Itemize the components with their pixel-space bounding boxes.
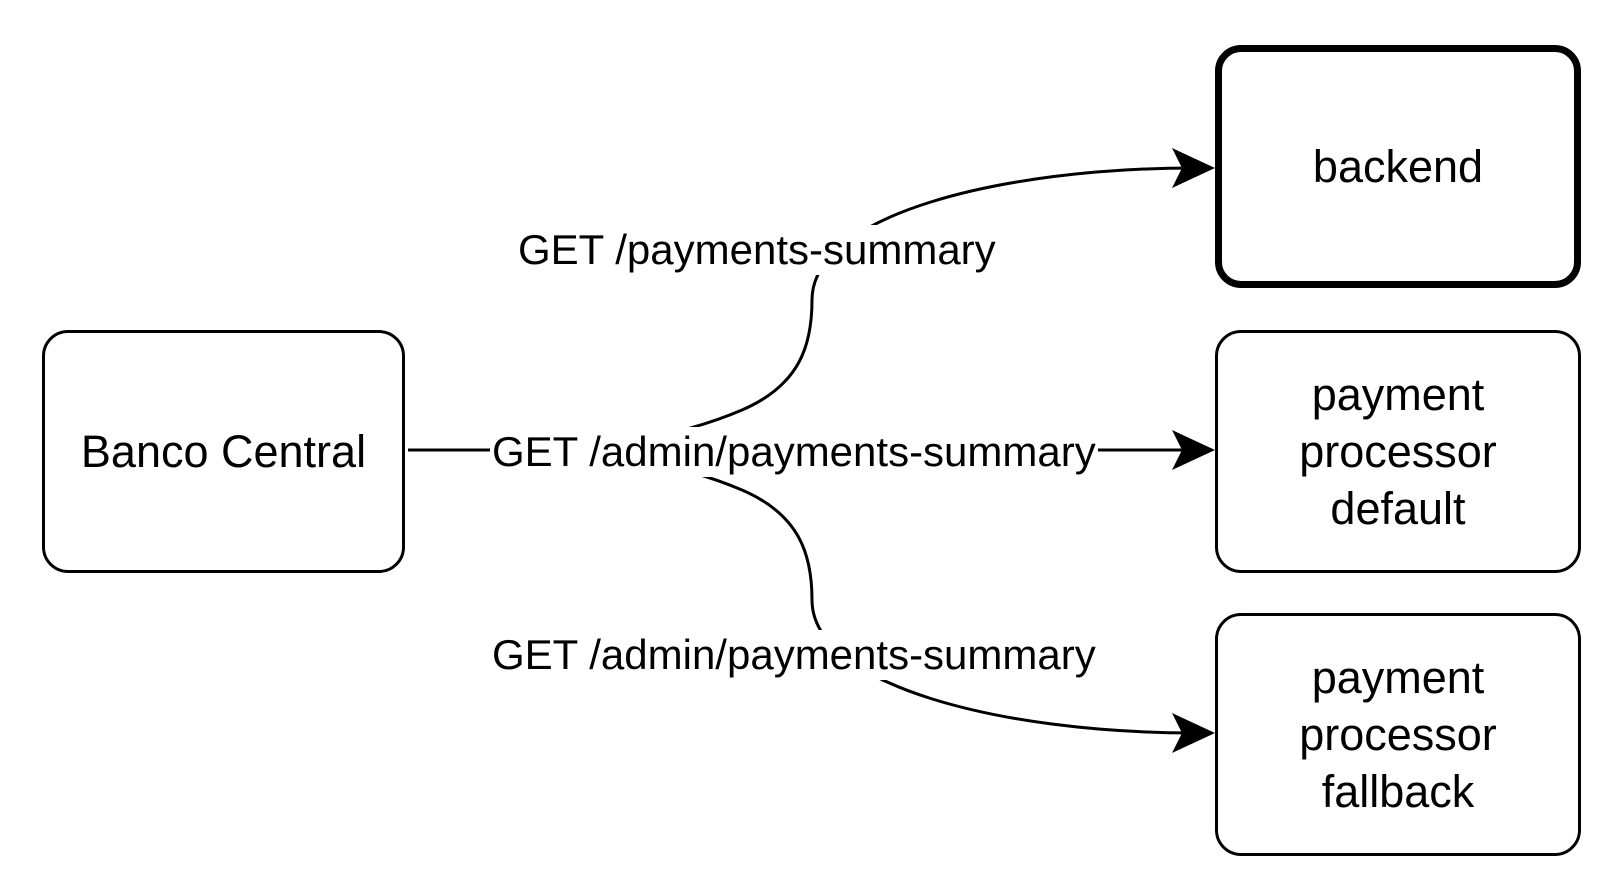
edge-label-to-fallback: GET /admin/payments-summary [490, 630, 1098, 680]
node-payment-processor-fallback-label: payment processor fallback [1299, 652, 1497, 817]
edge-label-to-default: GET /admin/payments-summary [490, 427, 1098, 477]
edge-to-backend-line [408, 166, 1196, 452]
edge-label-to-backend: GET /payments-summary [516, 225, 998, 275]
node-payment-processor-default-label: payment processor default [1299, 369, 1497, 534]
edge-to-backend-arrowhead [1172, 148, 1215, 188]
node-banco-central-label: Banco Central [80, 426, 367, 477]
node-payment-processor-fallback[interactable]: payment processor fallback [1215, 613, 1581, 856]
node-backend-label: backend [1312, 141, 1484, 192]
node-payment-processor-default[interactable]: payment processor default [1215, 330, 1581, 573]
edge-to-fallback-arrowhead [1172, 713, 1215, 753]
edge-to-default-arrowhead [1172, 430, 1215, 470]
edge-to-fallback-line [408, 448, 1196, 735]
node-backend[interactable]: backend [1215, 45, 1581, 288]
node-banco-central[interactable]: Banco Central [42, 330, 405, 573]
